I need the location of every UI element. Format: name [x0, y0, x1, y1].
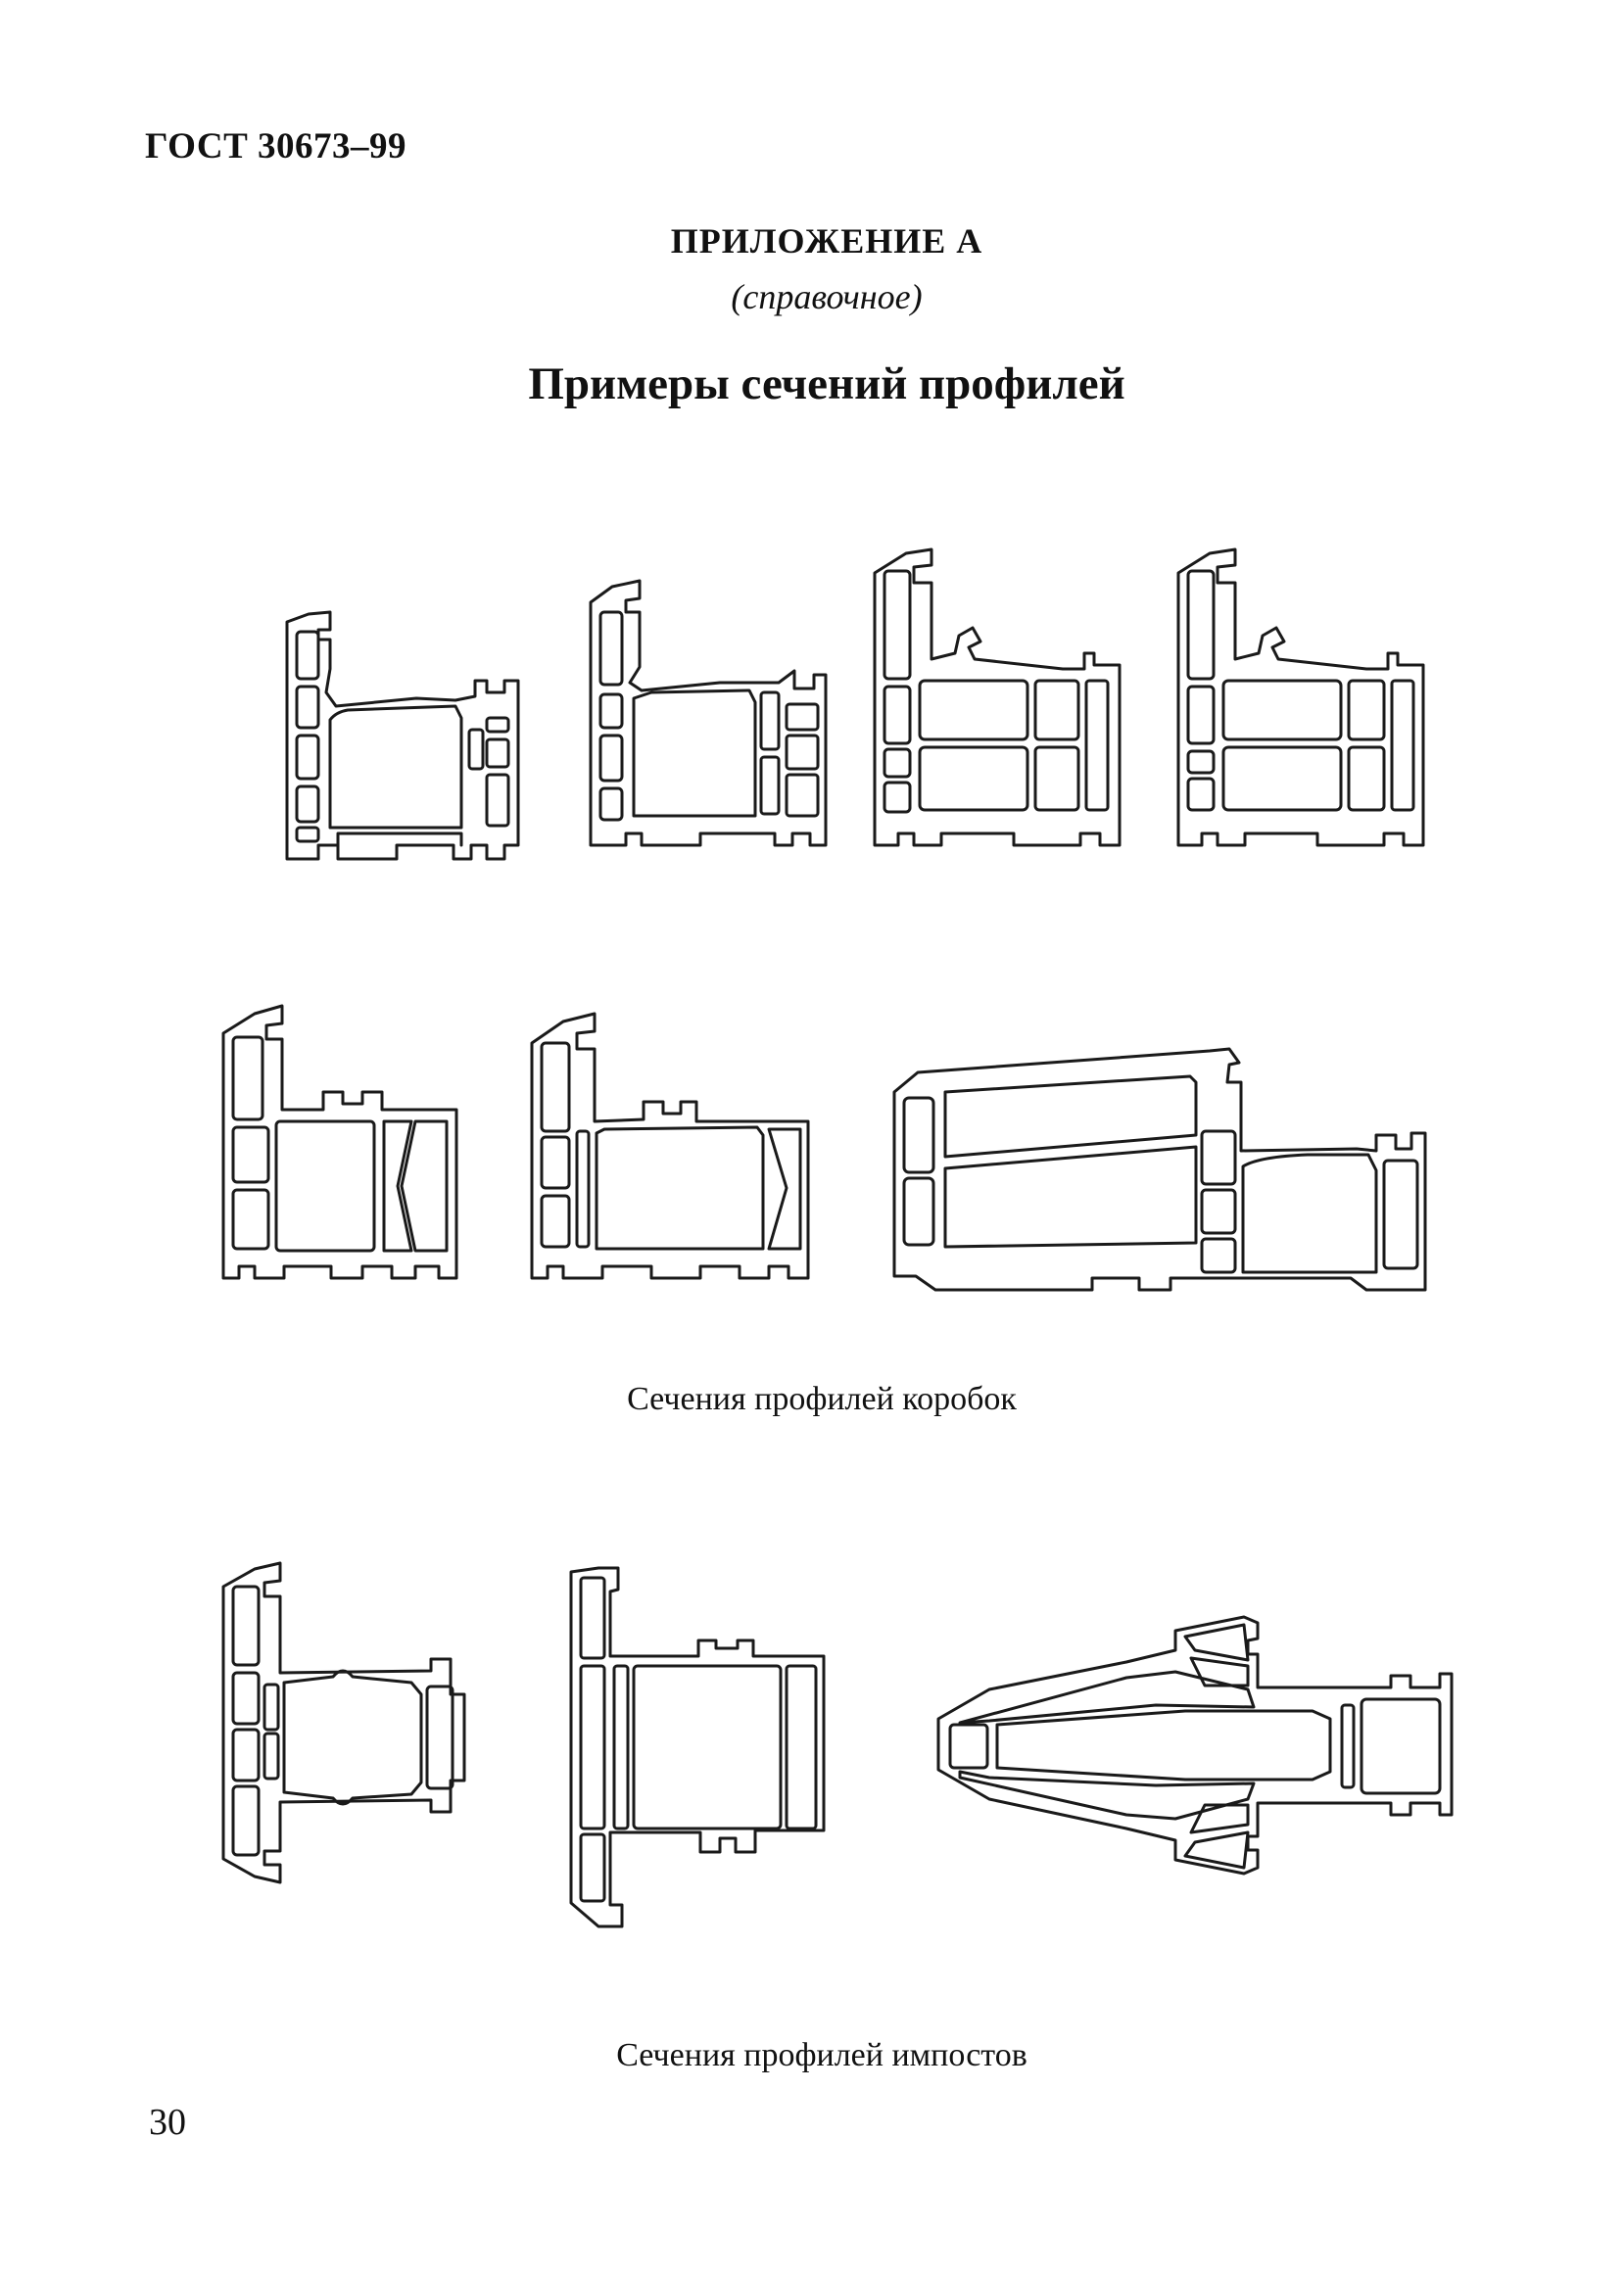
mullion-profile-3 — [936, 1615, 1454, 1876]
frame-profile-7 — [892, 1047, 1427, 1292]
document-id: ГОСТ 30673–99 — [145, 126, 406, 166]
page-number: 30 — [149, 2102, 186, 2143]
frame-profile-4 — [1176, 547, 1425, 847]
appendix-type: (справочное) — [731, 277, 923, 316]
mullion-profile-1 — [221, 1561, 466, 1884]
frame-profile-5 — [221, 1004, 458, 1280]
frame-profile-6 — [530, 1012, 810, 1280]
appendix-label: ПРИЛОЖЕНИЕ А — [670, 221, 983, 261]
frame-profile-3 — [873, 547, 1122, 847]
frame-profile-2 — [589, 579, 828, 847]
frame-profile-1 — [285, 610, 520, 861]
caption-mullion-profiles: Сечения профилей импостов — [616, 2037, 1027, 2073]
page-title: Примеры сечений профилей — [528, 358, 1125, 409]
caption-frame-profiles: Сечения профилей коробок — [627, 1381, 1017, 1417]
mullion-profile-2 — [569, 1566, 826, 1928]
